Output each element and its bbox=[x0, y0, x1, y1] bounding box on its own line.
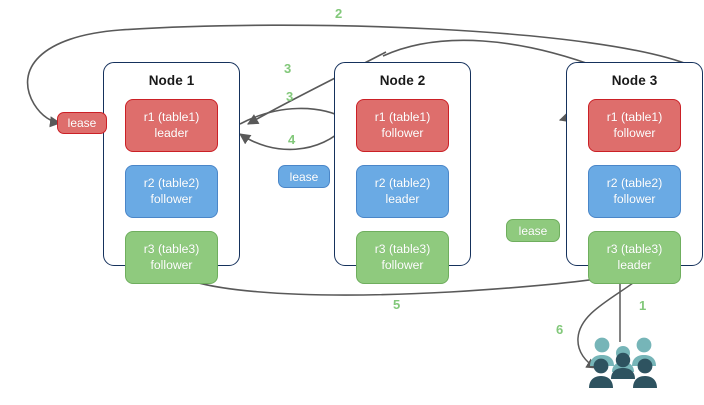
node-2-container[interactable]: Node 2 r1 (table1) follower r2 (table2) … bbox=[334, 62, 471, 284]
node-3-container[interactable]: Node 3 r1 (table1) follower r2 (table2) … bbox=[566, 62, 703, 284]
replica-role: follower bbox=[613, 125, 656, 140]
node-3-replica-r1[interactable]: r1 (table1) follower bbox=[588, 99, 681, 152]
node-1-replica-r1[interactable]: r1 (table1) leader bbox=[125, 99, 218, 152]
node-1-container[interactable]: Node 1 r1 (table1) leader r2 (table2) fo… bbox=[103, 62, 240, 284]
node-2-replica-r3[interactable]: r3 (table3) follower bbox=[356, 231, 449, 284]
node-1-title: Node 1 bbox=[148, 73, 195, 88]
node-2-title: Node 2 bbox=[379, 73, 426, 88]
replica-name: r2 (table2) bbox=[143, 176, 200, 190]
edge-label-6: 6 bbox=[556, 322, 564, 337]
node-2-replica-r2[interactable]: r2 (table2) leader bbox=[356, 165, 449, 218]
node-3-title: Node 3 bbox=[611, 73, 658, 88]
edge-label-5: 5 bbox=[393, 297, 401, 312]
edge-label-3-upper: 3 bbox=[284, 61, 292, 76]
replica-role: follower bbox=[381, 125, 424, 140]
replica-name: r2 (table2) bbox=[606, 176, 663, 190]
users-group-icon bbox=[588, 336, 658, 390]
node-1-replica-r2[interactable]: r2 (table2) follower bbox=[125, 165, 218, 218]
edge-3-arc-path bbox=[239, 107, 349, 125]
replica-role: follower bbox=[150, 191, 193, 206]
replica-role: follower bbox=[150, 257, 193, 272]
node-1-replica-r3[interactable]: r3 (table3) follower bbox=[125, 231, 218, 284]
node-2-replica-r1[interactable]: r1 (table1) follower bbox=[356, 99, 449, 152]
node-3-replica-r3[interactable]: r3 (table3) leader bbox=[588, 231, 681, 284]
replica-name: r3 (table3) bbox=[143, 242, 200, 256]
lease-badge-blue[interactable]: lease bbox=[278, 165, 330, 188]
node-3-replica-r2[interactable]: r2 (table2) follower bbox=[588, 165, 681, 218]
replica-name: r1 (table1) bbox=[374, 110, 431, 124]
lease-badge-red[interactable]: lease bbox=[57, 112, 107, 134]
replica-role: follower bbox=[381, 257, 424, 272]
edge-label-2: 2 bbox=[335, 6, 343, 21]
replica-role: leader bbox=[617, 257, 652, 272]
replica-name: r3 (table3) bbox=[606, 242, 663, 256]
edge-label-1: 1 bbox=[639, 298, 647, 313]
lease-badge-green[interactable]: lease bbox=[506, 219, 560, 242]
replica-role: leader bbox=[154, 125, 189, 140]
replica-name: r2 (table2) bbox=[374, 176, 431, 190]
replica-name: r3 (table3) bbox=[374, 242, 431, 256]
replica-role: leader bbox=[385, 191, 420, 206]
replica-name: r1 (table1) bbox=[606, 110, 663, 124]
replica-role: follower bbox=[613, 191, 656, 206]
edge-label-3-arc: 3 bbox=[286, 89, 294, 104]
edge-label-4: 4 bbox=[288, 132, 296, 147]
replica-name: r1 (table1) bbox=[143, 110, 200, 124]
